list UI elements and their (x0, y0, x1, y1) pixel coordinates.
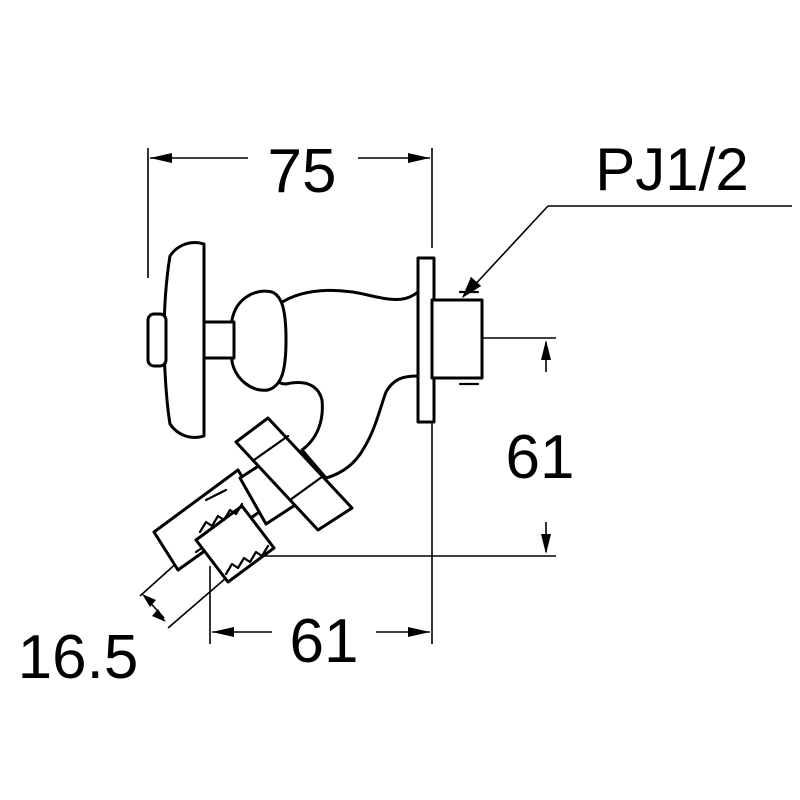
faucet-body (146, 241, 484, 584)
dimension-label-overall-width: 75 (268, 137, 337, 206)
dimension-horizontal-offset: 61 (209, 420, 433, 676)
thread-spec-leader: PJ1/2 (462, 136, 792, 298)
dimension-label-horizontal-offset: 61 (290, 607, 359, 676)
dimension-hose-diameter: 16.5 (18, 541, 227, 692)
dimension-overall-width: 75 (147, 137, 433, 278)
dimension-label-hose-diameter: 16.5 (18, 623, 139, 692)
thread-spec-label: PJ1/2 (595, 136, 748, 203)
dimension-label-vertical-offset: 61 (506, 423, 575, 492)
dimension-vertical-offset: 61 (210, 337, 575, 557)
